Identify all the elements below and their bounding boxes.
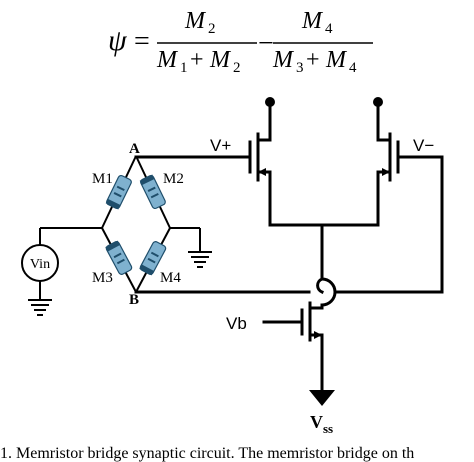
vminus-arrow-icon xyxy=(382,168,390,176)
vminus-label: V− xyxy=(413,136,434,155)
tail-transistor: Vb V ss xyxy=(226,301,335,436)
memristor-m1 xyxy=(105,174,132,210)
memristor-bridge: M1 M2 M3 M4 A B xyxy=(92,141,184,308)
vss-sub: ss xyxy=(323,421,333,436)
vplus-arrow-icon xyxy=(258,168,266,176)
label-m2: M2 xyxy=(163,171,184,187)
frac2-den-b-sub: 4 xyxy=(349,60,357,76)
memristor-m4 xyxy=(139,241,167,276)
ground-icon xyxy=(188,251,212,268)
vb-arrow-icon xyxy=(314,331,322,339)
fraction-2: M 4 M 3 + M 4 xyxy=(272,8,373,76)
equation-lhs: ψ xyxy=(108,24,128,57)
vin-label: Vin xyxy=(30,257,50,272)
frac2-den-b: M xyxy=(325,47,348,73)
figure-caption: 1. Memristor bridge synaptic circuit. Th… xyxy=(0,445,414,462)
label-m4: M4 xyxy=(160,270,181,286)
vb-label: Vb xyxy=(226,314,247,333)
label-m3: M3 xyxy=(92,270,113,286)
node-a-label: A xyxy=(129,141,140,157)
vin-source: Vin xyxy=(21,227,102,316)
frac1-numerator: M xyxy=(184,8,207,34)
frac1-den-a-sub: 1 xyxy=(180,60,188,76)
equation: ψ = M 2 M 1 + M 2 − M 4 M 3 + M 4 xyxy=(108,8,373,76)
frac2-den-a: M xyxy=(272,47,295,73)
node-b-label: B xyxy=(129,292,139,308)
vss-label: V xyxy=(310,412,323,432)
frac2-numerator: M xyxy=(301,8,324,34)
frac1-den-b: M xyxy=(209,47,232,73)
memristor-m3 xyxy=(105,240,133,275)
frac2-den-a-sub: 3 xyxy=(296,60,304,76)
bridge-ground xyxy=(170,227,212,268)
frac1-den-plus: + xyxy=(190,47,204,73)
label-m1: M1 xyxy=(92,171,113,187)
frac2-den-plus: + xyxy=(306,47,320,73)
frac1-numerator-sub: 2 xyxy=(208,21,216,37)
wire-crossover xyxy=(316,277,324,294)
equation-minus: − xyxy=(258,28,274,59)
memristor-m2 xyxy=(139,174,166,210)
frac1-den-b-sub: 2 xyxy=(233,60,241,76)
differential-pair: V+ V− xyxy=(134,97,444,307)
frac1-den-a: M xyxy=(156,47,179,73)
equation-equals: = xyxy=(134,26,150,57)
frac2-numerator-sub: 4 xyxy=(325,21,333,37)
vplus-label: V+ xyxy=(210,136,231,155)
fraction-1: M 2 M 1 + M 2 xyxy=(156,8,257,76)
ground-icon xyxy=(28,299,52,316)
vss-arrow-icon xyxy=(309,390,335,406)
